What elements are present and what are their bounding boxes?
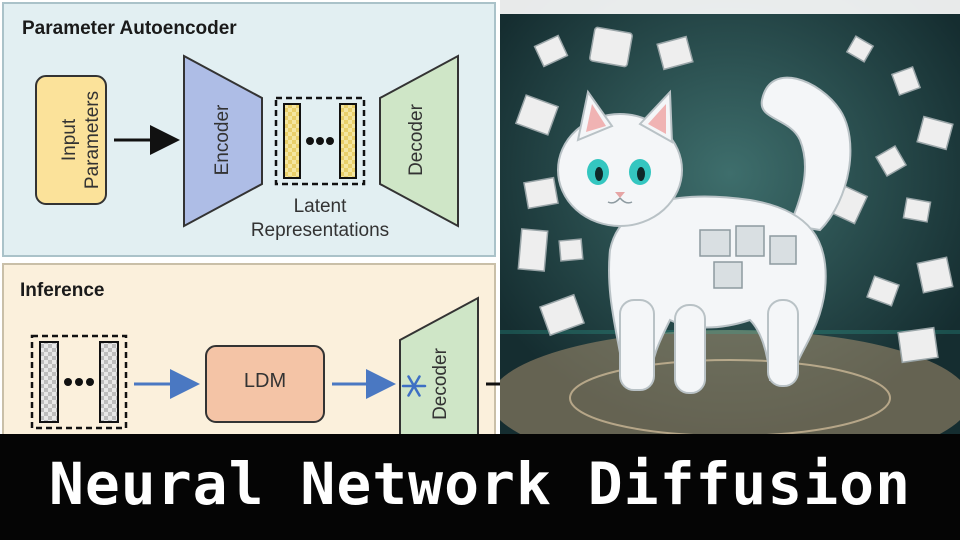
input-label-line2: Parameters	[82, 90, 103, 190]
latent-label-line1: Latent	[293, 196, 347, 217]
cat-head	[557, 113, 683, 227]
ldm-label: LDM	[243, 370, 287, 392]
ellipsis-dot	[326, 137, 334, 145]
ellipsis-dot	[316, 137, 324, 145]
decoder-label: Decoder	[406, 104, 427, 176]
puzzle-pieces	[514, 26, 954, 364]
ellipsis-dot	[306, 137, 314, 145]
cat-illustration-svg	[500, 0, 960, 434]
cat-leg	[767, 299, 799, 387]
floor-ellipse	[500, 330, 960, 434]
inference-title: Inference	[20, 280, 105, 301]
banner-title: Neural Network Diffusion	[48, 450, 912, 518]
input-label-line1: Input	[59, 118, 80, 162]
latent-label-line2: Representations	[250, 220, 390, 241]
cat-leg	[619, 299, 655, 391]
autoencoder-title: Parameter Autoencoder	[22, 18, 237, 39]
latent-vector-right	[339, 103, 357, 179]
latent-box	[274, 96, 366, 186]
encoder-label: Encoder	[212, 104, 233, 176]
title-banner	[0, 434, 960, 540]
decoder-block	[379, 54, 459, 228]
cat-tail	[760, 76, 852, 232]
puzzle-cat-illustration	[500, 0, 960, 434]
encoder-block	[183, 54, 263, 228]
latent-vector-left	[283, 103, 301, 179]
input-parameters-box	[35, 75, 107, 205]
cat-leg	[674, 304, 706, 394]
inference-decoder-label: Decoder	[430, 348, 451, 420]
inference-overlay	[30, 296, 500, 435]
body-puzzle-patches	[699, 225, 797, 289]
